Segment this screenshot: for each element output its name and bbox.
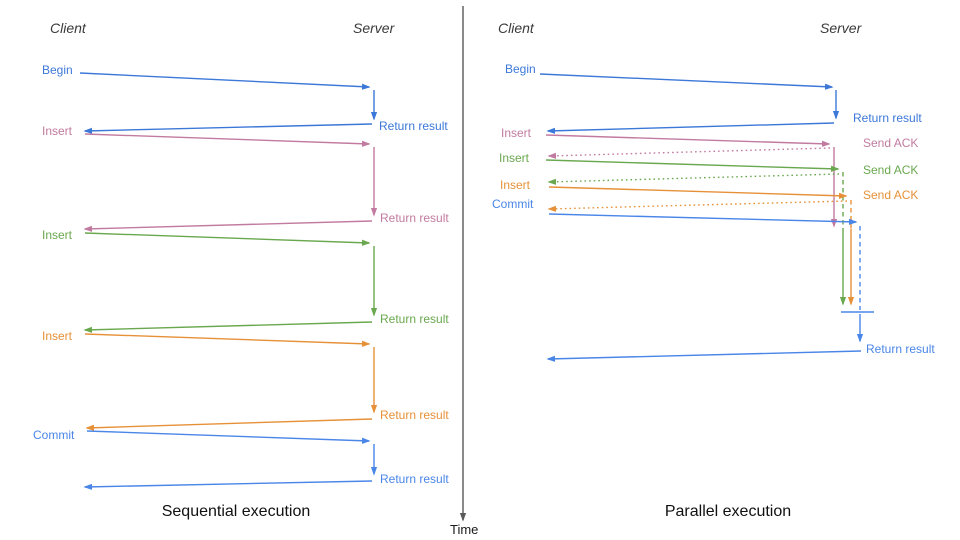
- parallel-commit-request-line: [548, 213, 858, 225]
- parallel-insert3-ack-line: [547, 200, 848, 212]
- client-header-parallel: Client: [498, 20, 534, 36]
- sequential-insert1-request-line: [84, 133, 371, 147]
- sequential-begin-response-line: [83, 123, 373, 134]
- sequential-begin-request-line: [79, 72, 371, 90]
- parallel-return-result-label-begin: Return result: [853, 111, 922, 125]
- parallel-insert2-request-line: [545, 159, 840, 172]
- sequential-return-result-label-insert1: Return result: [380, 211, 449, 225]
- sequential-panel-title: Sequential execution: [161, 503, 311, 520]
- sequential-insert1-response-line: [83, 220, 373, 232]
- parallel-insert2-ack-line: [547, 173, 840, 185]
- sequential-insert2-label: Insert: [42, 228, 73, 242]
- parallel-return-result-label-final: Return result: [866, 342, 935, 356]
- parallel-begin-request-line: [539, 73, 834, 90]
- parallel-insert1-request-line: [545, 134, 831, 147]
- parallel-send-ack-label-insert3: Send ACK: [863, 188, 918, 202]
- parallel-insert3-label: Insert: [500, 178, 531, 192]
- sequential-return-result-label-insert2: Return result: [380, 312, 449, 326]
- parallel-insert1-ack-line: [547, 147, 831, 159]
- sequential-begin-label: Begin: [42, 63, 73, 77]
- parallel-begin-response-line: [546, 122, 835, 134]
- sequential-insert3-response-line: [85, 418, 373, 431]
- sequential-commit-request-line: [86, 430, 371, 444]
- server-header-sequential: Server: [353, 20, 395, 36]
- sequential-return-result-label-begin: Return result: [379, 119, 448, 133]
- sequential-return-result-label-insert3: Return result: [380, 408, 449, 422]
- parallel-insert2-label: Insert: [499, 151, 530, 165]
- time-axis-label: Time: [450, 522, 479, 537]
- parallel-insert1-label: Insert: [501, 126, 532, 140]
- parallel-final-response-line: [546, 350, 862, 362]
- parallel-panel-title: Parallel execution: [664, 503, 792, 520]
- parallel-insert3-request-line: [548, 186, 848, 199]
- parallel-send-ack-label-insert2: Send ACK: [863, 163, 918, 177]
- sequential-insert2-request-line: [84, 232, 371, 246]
- parallel-send-ack-label-insert1: Send ACK: [863, 136, 918, 150]
- sequential-commit-response-line: [83, 480, 373, 490]
- sequential-commit-label: Commit: [33, 428, 75, 442]
- sequential-insert2-response-line: [83, 321, 373, 333]
- sequential-return-result-label-commit: Return result: [380, 472, 449, 486]
- sequential-insert1-label: Insert: [42, 124, 73, 138]
- server-header-parallel: Server: [820, 20, 862, 36]
- parallel-commit-label: Commit: [492, 197, 534, 211]
- client-header-sequential: Client: [50, 20, 86, 36]
- sequential-insert3-request-line: [84, 333, 371, 347]
- sequential-insert3-label: Insert: [42, 329, 73, 343]
- parallel-begin-label: Begin: [505, 62, 536, 76]
